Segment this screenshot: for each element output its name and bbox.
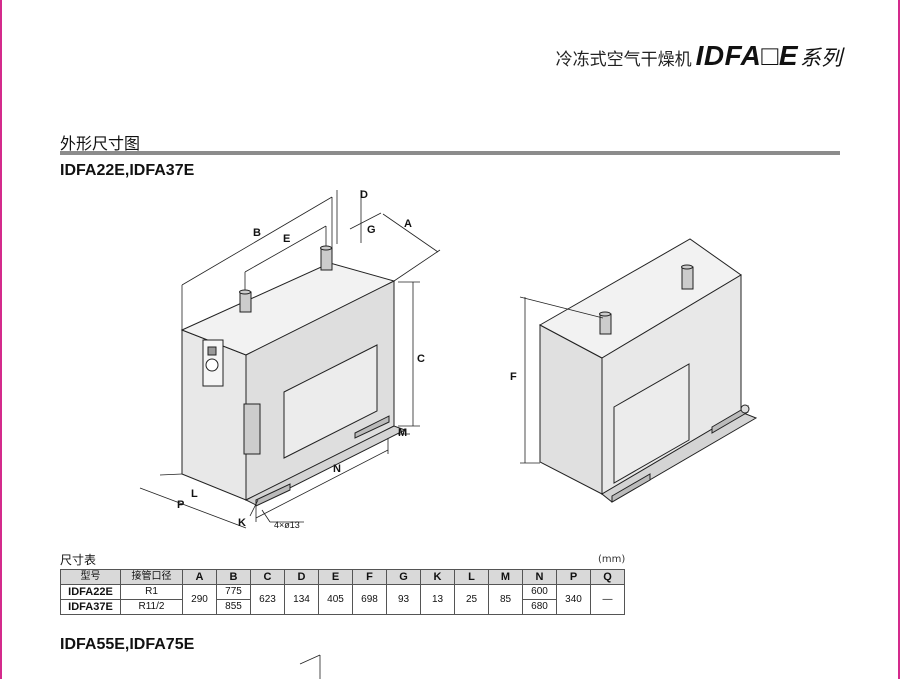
dim-label-N: N [333, 463, 341, 475]
drain-filter [243, 403, 261, 455]
gauge [205, 358, 219, 372]
table-header: L [454, 569, 489, 585]
section-rule [60, 151, 840, 155]
table-header: 接管口径 [120, 569, 183, 585]
table-header-row: 型号 接管口径 A B C D E F G K L M N P Q [60, 569, 625, 585]
table-header: M [488, 569, 523, 585]
dim-label-C: C [417, 353, 425, 365]
right-inlet-pipe [599, 313, 612, 335]
cell-B: 775 [216, 584, 251, 600]
cell-N: 600 [522, 584, 557, 600]
model-group-title-1: IDFA22E,IDFA37E [60, 162, 195, 179]
page-edge-right [898, 0, 900, 679]
model-group-title-2: IDFA55E,IDFA75E [60, 636, 195, 653]
table-caption: 尺寸表 [60, 553, 97, 567]
cell-model: IDFA37E [60, 599, 121, 615]
cell-port: R1 [120, 584, 183, 600]
series-suffix: 系列 [800, 46, 842, 70]
table-row: IDFA37E R11/2 855 680 [60, 599, 625, 615]
dimension-table: 型号 接管口径 A B C D E F G K L M N P Q IDFA22… [60, 569, 625, 615]
switch [207, 346, 217, 356]
cell-P: 340 [556, 584, 591, 615]
cell-L: 25 [454, 584, 489, 615]
inlet-pipe [239, 291, 252, 313]
cell-port: R11/2 [120, 599, 183, 615]
cell-A: 290 [182, 584, 217, 615]
dim-label-L: L [191, 488, 198, 500]
table-header: C [250, 569, 285, 585]
cell-B: 855 [216, 599, 251, 615]
cell-C: 623 [250, 584, 285, 615]
dim-label-E: E [283, 233, 290, 245]
dim-label-B: B [253, 227, 261, 239]
cell-E: 405 [318, 584, 353, 615]
series-prefix: 冷冻式空气干燥机 [555, 50, 692, 70]
dim-label-G: G [367, 224, 376, 236]
cell-D: 134 [284, 584, 319, 615]
table-header: 型号 [60, 569, 121, 585]
cell-N: 680 [522, 599, 557, 615]
dim-label-K: K [238, 517, 246, 529]
dim-label-D: D [360, 189, 368, 201]
table-header: A [182, 569, 217, 585]
cell-M: 85 [488, 584, 523, 615]
table-header: D [284, 569, 319, 585]
cell-K: 13 [420, 584, 455, 615]
table-header: B [216, 569, 251, 585]
cell-G: 93 [386, 584, 421, 615]
outlet-pipe [320, 247, 333, 271]
dim-label-P: P [177, 499, 184, 511]
dim-label-A: A [404, 218, 412, 230]
table-header: F [352, 569, 387, 585]
dim-label-M: M [398, 427, 407, 439]
dim-label-F: F [510, 371, 517, 383]
right-unit-window [613, 363, 690, 484]
section-title: 外形尺寸图 [60, 134, 141, 153]
right-unit-foot [611, 473, 651, 503]
table-header: E [318, 569, 353, 585]
table-header: P [556, 569, 591, 585]
right-outlet-pipe [681, 266, 694, 290]
table-row: IDFA22E R1 290 775 623 134 405 698 93 13… [60, 584, 625, 615]
page-edge-left [0, 0, 2, 679]
series-model: IDFA□E [695, 40, 798, 71]
table-header: G [386, 569, 421, 585]
hole-note: 4×ø13 [274, 520, 300, 530]
cell-F: 698 [352, 584, 387, 615]
table-header: K [420, 569, 455, 585]
cell-Q: — [590, 584, 625, 615]
table-header: N [522, 569, 557, 585]
cell-model: IDFA22E [60, 584, 121, 600]
table-header: Q [590, 569, 625, 585]
left-unit-window [283, 344, 378, 459]
table-unit: (mm) [598, 554, 626, 565]
series-title: 冷冻式空气干燥机 IDFA□E 系列 [556, 40, 842, 72]
